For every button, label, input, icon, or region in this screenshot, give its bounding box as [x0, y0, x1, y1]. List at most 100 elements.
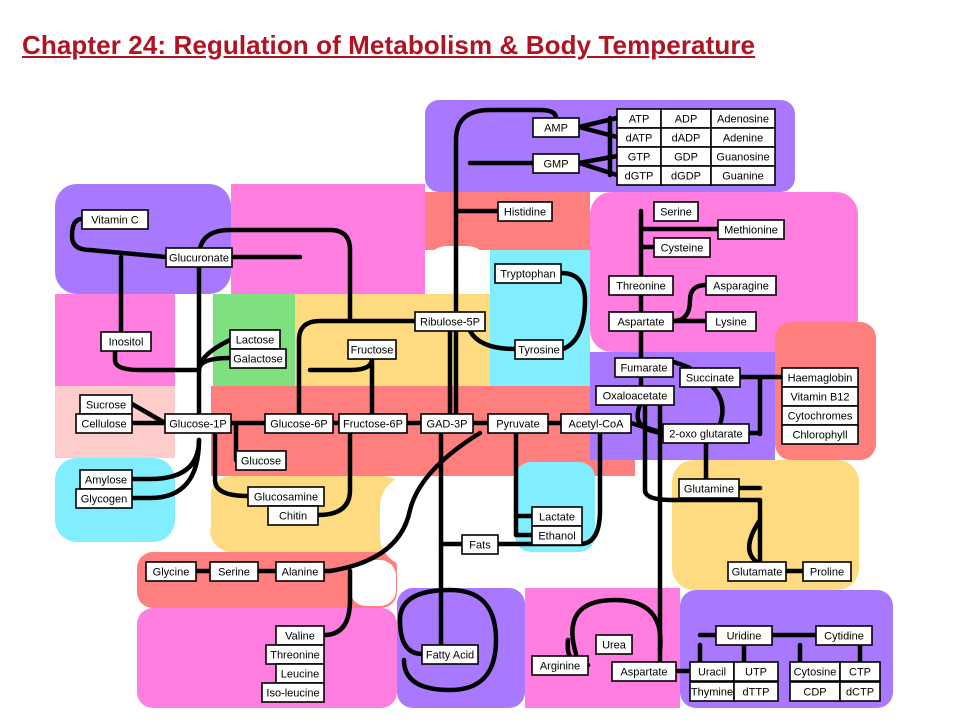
node-label: Adenine [723, 133, 763, 145]
pathway-line [570, 597, 663, 657]
node-label: Glucose-6P [270, 419, 327, 431]
node-label: Cysteine [661, 243, 704, 255]
node-label: Aspartate [617, 317, 664, 329]
node-label: Glutamate [732, 567, 783, 579]
node-adenosine: Adenosine [710, 108, 776, 129]
pathway-line [513, 513, 535, 538]
colored-regions [55, 100, 893, 708]
node-aspartate-top: Aspartate [608, 311, 674, 332]
node-methionine: Methionine [717, 219, 785, 240]
node-label: 2-oxo glutarate [669, 429, 742, 441]
node-label: Fructose [351, 345, 394, 357]
node-label: Uridine [727, 631, 762, 643]
node-label: Pyruvate [496, 419, 539, 431]
pathway-line [558, 270, 588, 352]
node-label: Fructose-6P [343, 419, 403, 431]
pathway-line [670, 282, 709, 324]
node-succinate: Succinate [679, 367, 741, 388]
node-ctp: CTP [839, 661, 881, 682]
node-cytosine: Cytosine [789, 661, 841, 682]
pathway-line [315, 429, 353, 518]
node-vitamin-b12: Vitamin B12 [781, 386, 859, 407]
node-label: Methionine [724, 225, 778, 237]
node-label: Inositol [109, 337, 144, 349]
node-label: Cytidine [824, 631, 864, 643]
node-label: Cytosine [794, 667, 837, 679]
page-title: Chapter 24: Regulation of Metabolism & B… [22, 30, 756, 60]
node-tryptophan: Tryptophan [494, 263, 562, 284]
node-label: Asparagine [713, 281, 769, 293]
node-cellulose: Cellulose [75, 413, 133, 434]
node-aspartate-bottom: Aspartate [611, 661, 677, 682]
node-label: Haemaglobin [788, 373, 853, 385]
pathway-line [196, 227, 353, 323]
pathway-line [397, 587, 499, 693]
node-label: Chitin [279, 511, 307, 523]
node-lysine: Lysine [705, 311, 757, 332]
node-label: GTP [628, 152, 651, 164]
node-acetylcoa: Acetyl-CoA [560, 413, 632, 434]
node-label: Oxaloacetate [603, 391, 668, 403]
pathway-line [129, 401, 168, 426]
node-urea: Urea [595, 634, 633, 655]
node-adp: ADP [660, 108, 712, 129]
node-cytidine: Cytidine [815, 625, 873, 646]
pathway-line [69, 216, 169, 260]
node-label: dGDP [671, 171, 701, 183]
node-ribulose5p: Ribulose-5P [414, 311, 486, 332]
node-utp: UTP [733, 661, 779, 682]
node-fatty-acid: Fatty Acid [421, 644, 479, 665]
node-glucosamine: Glucosamine [247, 486, 325, 507]
node-uridine: Uridine [715, 625, 773, 646]
node-label: Iso-leucine [266, 688, 319, 700]
node-ethanol: Ethanol [531, 525, 583, 546]
node-inositol: Inositol [100, 331, 152, 352]
node-label: Thymine [691, 687, 733, 699]
node-label: Alanine [282, 567, 319, 579]
node-label: dGTP [625, 171, 654, 183]
node-glucuronate: Glucuronate [165, 247, 233, 268]
node-galactose: Galactose [229, 348, 287, 369]
node-label: Lysine [715, 317, 746, 329]
node-chitin: Chitin [267, 505, 319, 526]
node-label: GDP [674, 152, 698, 164]
node-label: Lactate [539, 512, 575, 524]
node-label: Cellulose [81, 419, 126, 431]
pathway-line [453, 107, 559, 417]
node-guanosine: Guanosine [710, 146, 776, 167]
node-oxaloacetate: Oxaloacetate [595, 385, 675, 406]
node-label: Aspartate [620, 667, 667, 679]
node-asparagine: Asparagine [705, 275, 777, 296]
node-dttp: dTTP [733, 681, 779, 702]
pathway-line [307, 356, 375, 373]
node-glucose1p: Glucose-1P [164, 413, 232, 434]
node-label: Threonine [270, 650, 320, 662]
node-label: Fats [469, 540, 491, 552]
node-fumarate: Fumarate [614, 357, 674, 378]
node-lactate: Lactate [531, 506, 583, 527]
node-label: Tyrosine [518, 345, 560, 357]
node-label: Threonine [616, 281, 666, 293]
node-oxoglutarate: 2-oxo glutarate [662, 423, 750, 444]
node-label: dTTP [743, 687, 770, 699]
node-label: Vitamin B12 [790, 392, 849, 404]
node-label: Glutamine [684, 484, 734, 496]
node-atp: ATP [616, 108, 662, 129]
node-label: ATP [629, 114, 650, 126]
pathway-line [321, 430, 483, 574]
node-label: Glucosamine [254, 492, 318, 504]
node-glycine: Glycine [145, 561, 197, 582]
node-label: Histidine [504, 207, 546, 219]
node-dgtp: dGTP [616, 165, 662, 186]
node-amp: AMP [532, 117, 580, 138]
node-label: Adenosine [717, 114, 769, 126]
node-label: Urea [602, 640, 627, 652]
node-fructose6p: Fructose-6P [338, 413, 408, 434]
node-alanine: Alanine [275, 561, 325, 582]
node-glucose6p: Glucose-6P [264, 413, 334, 434]
region-cutout [350, 560, 396, 606]
node-label: Cytochromes [788, 411, 853, 423]
node-label: Amylose [85, 475, 127, 487]
node-label: Glycogen [81, 494, 127, 506]
